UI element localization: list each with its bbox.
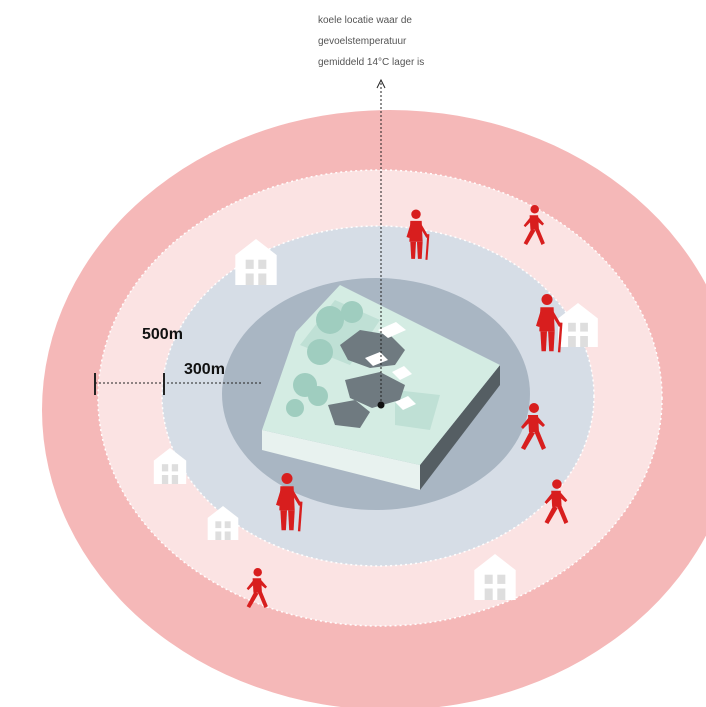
cool-location-marker <box>377 401 385 409</box>
callout-line-1: koele locatie waar de <box>318 15 412 26</box>
cool-location-callout: koele locatie waar de gevoelstemperatuur… <box>318 10 518 73</box>
outer-radius-label: 500m <box>142 326 183 343</box>
callout-line-2: gevoelstemperatuur <box>318 36 407 47</box>
callout-line-3: gemiddeld 14°C lager is <box>318 57 425 68</box>
inner-radius-label: 300m <box>184 361 225 378</box>
callout-arrowhead <box>376 78 386 89</box>
